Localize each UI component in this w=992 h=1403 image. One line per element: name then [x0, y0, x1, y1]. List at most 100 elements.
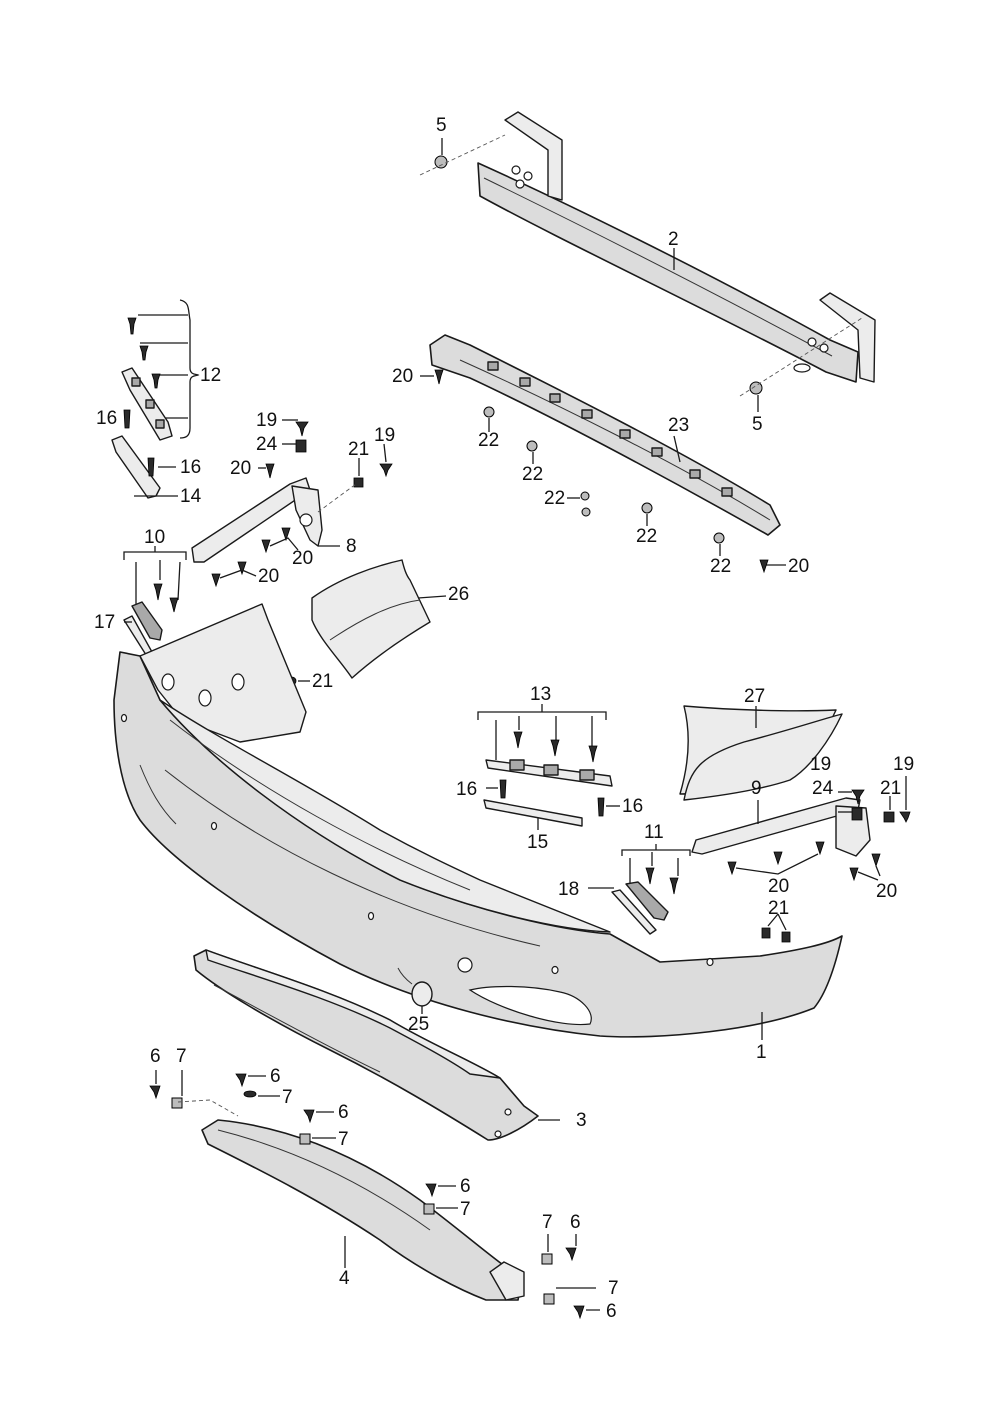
callout-16: 16 [622, 796, 643, 817]
callout-19: 19 [374, 425, 395, 446]
part-16-clip-icon [499, 779, 507, 799]
callout-6: 6 [570, 1212, 581, 1233]
callout-11: 11 [644, 822, 664, 843]
callout-18: 18 [558, 879, 579, 900]
part-16-clip-icon [597, 797, 605, 817]
callout-20: 20 [768, 876, 789, 897]
part-7-clip-icon [243, 1090, 257, 1098]
part-19-screw-icon [295, 421, 309, 437]
part-20-screw-icon [773, 851, 783, 866]
part-12-screw-icon [151, 373, 161, 389]
part-20-screw-icon [211, 573, 221, 588]
part-5-nut-icon [434, 155, 448, 169]
part-10-bracket [131, 601, 163, 641]
part-20-screw-icon [759, 559, 769, 574]
callout-6: 6 [460, 1176, 471, 1197]
part-24-nut-icon [295, 439, 307, 453]
part-6-screw-icon [573, 1305, 585, 1320]
callout-21: 21 [348, 439, 369, 460]
callout-1: 1 [756, 1042, 767, 1063]
callout-5: 5 [436, 115, 447, 136]
callout-6: 6 [270, 1066, 281, 1087]
part-22-clip-icon [483, 406, 495, 418]
callout-7: 7 [460, 1199, 471, 1220]
callout-26: 26 [448, 584, 469, 605]
callout-22: 22 [710, 556, 731, 577]
part-6-screw-icon [303, 1109, 315, 1124]
callout-20: 20 [230, 458, 251, 479]
callout-20: 20 [258, 566, 279, 587]
part-6-screw-icon [235, 1073, 247, 1088]
part-7-clip-icon [543, 1293, 555, 1305]
part-7-clip-icon [171, 1097, 183, 1109]
callout-23: 23 [668, 415, 689, 436]
part-5-nut-icon [749, 381, 763, 395]
callout-4: 4 [339, 1268, 350, 1289]
part-7-clip-icon [423, 1203, 435, 1215]
part-20-screw-icon [265, 463, 275, 479]
part-13-screw-icon [513, 731, 523, 749]
callout-9: 9 [751, 778, 762, 799]
part-19-screw-icon [851, 789, 865, 805]
callout-22: 22 [636, 526, 657, 547]
part-10-screw-icon [153, 583, 163, 601]
callout-15: 15 [527, 832, 548, 853]
callout-21: 21 [768, 898, 789, 919]
callout-12: 12 [200, 365, 221, 386]
part-8-side-bracket [191, 477, 323, 563]
part-12-screw-icon [127, 317, 137, 335]
part-19-screw-icon [899, 811, 911, 823]
callout-22: 22 [522, 464, 543, 485]
part-20-screw-icon [727, 861, 737, 876]
part-21-clip-icon [353, 477, 364, 488]
part-11-screw-icon [669, 877, 679, 895]
part-21-clip-icon [781, 931, 791, 943]
part-6-screw-icon [565, 1247, 577, 1262]
part-6-screw-icon [149, 1085, 161, 1100]
part-11-bracket [625, 881, 669, 921]
callout-20: 20 [292, 548, 313, 569]
part-20-screw-icon [434, 369, 444, 385]
part-7-clip-icon [541, 1253, 553, 1265]
part-6-screw-icon [425, 1183, 437, 1198]
callout-2: 2 [668, 229, 679, 250]
callout-7: 7 [176, 1046, 187, 1067]
callout-19: 19 [893, 754, 914, 775]
callout-24: 24 [256, 434, 278, 455]
callout-24: 24 [812, 778, 834, 799]
part-20-screw-icon [849, 867, 859, 882]
callout-14: 14 [180, 486, 202, 507]
part-12-screw-icon [139, 345, 149, 361]
callout-6: 6 [606, 1301, 617, 1322]
callout-17: 17 [94, 612, 115, 633]
callout-7: 7 [282, 1087, 293, 1108]
part-21-clip-icon [883, 811, 895, 823]
callout-8: 8 [346, 536, 357, 557]
part-22-clip-icon [713, 532, 725, 544]
part-3-lower-spoiler [193, 949, 539, 1141]
part-22-clip-icon [526, 440, 538, 452]
callout-10: 10 [144, 527, 165, 548]
callout-19: 19 [256, 410, 277, 431]
callout-22: 22 [544, 488, 565, 509]
callout-19: 19 [810, 754, 831, 775]
part-20-screw-icon [815, 841, 825, 856]
part-13-screw-icon [550, 739, 560, 757]
callout-27: 27 [744, 686, 765, 707]
part-16-clip-icon [123, 409, 131, 429]
part-13-screw-icon [588, 745, 598, 763]
part-26-cover [311, 559, 431, 679]
callout-3: 3 [576, 1110, 587, 1131]
callout-16: 16 [96, 408, 117, 429]
callout-7: 7 [338, 1129, 349, 1150]
part-27-cover [679, 705, 843, 801]
part-7-clip-icon [299, 1133, 311, 1145]
part-20-screw-icon [871, 853, 881, 868]
part-21-clip-icon [761, 927, 771, 939]
callout-20: 20 [876, 881, 897, 902]
callout-20: 20 [788, 556, 809, 577]
callout-5: 5 [752, 414, 763, 435]
callout-6: 6 [338, 1102, 349, 1123]
callout-6: 6 [150, 1046, 161, 1067]
part-23-energy-absorber [429, 334, 781, 536]
